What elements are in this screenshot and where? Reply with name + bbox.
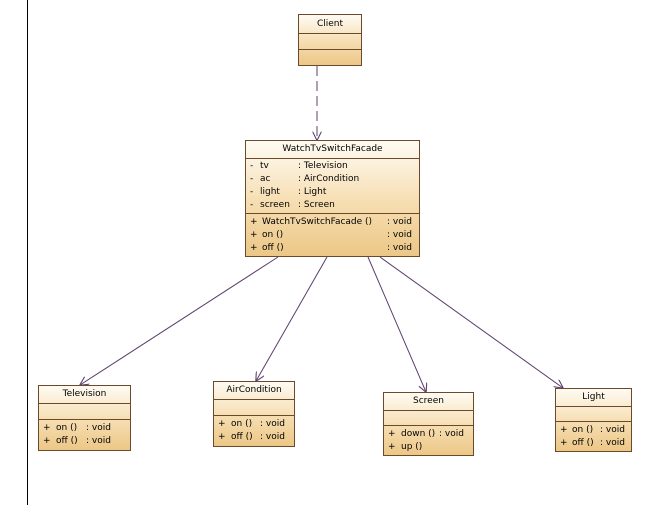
visibility: +	[43, 423, 51, 433]
visibility: +	[388, 429, 396, 439]
operation-name: off ()	[262, 243, 284, 253]
class-aircondition-name: AirCondition	[214, 382, 294, 400]
class-client[interactable]: Client	[298, 14, 362, 66]
class-light-attributes	[556, 407, 631, 422]
operation-name: on ()	[231, 419, 253, 429]
operation-row: + off () : void	[214, 431, 294, 444]
attribute-name: light	[260, 187, 280, 197]
operation-row: + off () : void	[556, 437, 631, 450]
operation-type: : void	[600, 438, 625, 448]
attribute-type: : Screen	[298, 200, 335, 210]
visibility: -	[250, 161, 254, 171]
operation-type: : void	[260, 432, 285, 442]
attribute-name: tv	[260, 161, 269, 171]
operation-row: + on () : void	[39, 422, 130, 435]
operation-type: : void	[86, 423, 111, 433]
class-facade-attributes: - tv : Television - ac : AirCondition - …	[246, 159, 419, 214]
operation-name: WatchTvSwitchFacade ()	[262, 217, 373, 227]
operation-row: + on () : void	[556, 424, 631, 437]
operation-type: : void	[600, 425, 625, 435]
operation-name: off ()	[231, 432, 253, 442]
class-screen[interactable]: Screen + down () : void + up ()	[383, 392, 474, 456]
class-screen-name: Screen	[384, 393, 473, 411]
attribute-row: - screen : Screen	[246, 199, 419, 212]
visibility: +	[218, 419, 226, 429]
operation-row: + WatchTvSwitchFacade () : void	[246, 216, 419, 229]
operation-name: off ()	[56, 436, 78, 446]
association-facade-screen	[367, 256, 426, 392]
visibility: -	[250, 174, 254, 184]
operation-type: : void	[387, 243, 412, 253]
operation-type: : void	[439, 429, 464, 439]
class-light-operations: + on () : void + off () : void	[556, 422, 631, 450]
visibility: +	[388, 442, 396, 452]
left-border-line	[27, 0, 28, 505]
class-watchtvswitchfacade[interactable]: WatchTvSwitchFacade - tv : Television - …	[245, 140, 420, 257]
association-facade-television	[80, 256, 279, 385]
operation-name: on ()	[262, 230, 284, 240]
class-screen-attributes	[384, 411, 473, 426]
operation-type: : void	[387, 217, 412, 227]
attribute-type: : AirCondition	[298, 174, 360, 184]
operation-row: + down () : void	[384, 428, 473, 441]
association-facade-aircondition	[256, 256, 328, 381]
class-television-operations: + on () : void + off () : void	[39, 420, 130, 448]
operation-name: down ()	[401, 429, 436, 439]
attribute-type: : Light	[298, 187, 327, 197]
operation-row: + on () : void	[214, 418, 294, 431]
class-screen-operations: + down () : void + up ()	[384, 426, 473, 454]
class-light-name: Light	[556, 389, 631, 407]
operation-type: : void	[86, 436, 111, 446]
class-client-attributes	[299, 34, 361, 50]
visibility: -	[250, 187, 254, 197]
operation-name: up ()	[401, 442, 423, 452]
operation-row: + on () : void	[246, 229, 419, 242]
visibility: +	[250, 230, 258, 240]
class-television-attributes	[39, 404, 130, 420]
operation-row: + up ()	[384, 441, 473, 454]
operation-row: + off () : void	[39, 435, 130, 448]
attribute-row: - ac : AirCondition	[246, 173, 419, 186]
association-facade-light	[379, 256, 563, 388]
class-aircondition-attributes	[214, 400, 294, 416]
attribute-name: ac	[260, 174, 271, 184]
visibility: +	[43, 436, 51, 446]
class-television[interactable]: Television + on () : void + off () : voi…	[38, 385, 131, 451]
visibility: +	[560, 425, 568, 435]
visibility: -	[250, 200, 254, 210]
class-television-name: Television	[39, 386, 130, 404]
visibility: +	[250, 243, 258, 253]
visibility: +	[560, 438, 568, 448]
attribute-row: - tv : Television	[246, 160, 419, 173]
visibility: +	[218, 432, 226, 442]
operation-row: + off () : void	[246, 242, 419, 255]
class-aircondition-operations: + on () : void + off () : void	[214, 416, 294, 444]
class-facade-operations: + WatchTvSwitchFacade () : void + on () …	[246, 214, 419, 255]
visibility: +	[250, 217, 258, 227]
class-aircondition[interactable]: AirCondition + on () : void + off () : v…	[213, 381, 295, 447]
attribute-row: - light : Light	[246, 186, 419, 199]
operation-name: on ()	[56, 423, 78, 433]
operation-name: on ()	[572, 425, 594, 435]
operation-name: off ()	[572, 438, 594, 448]
class-client-operations	[299, 50, 361, 65]
attribute-type: : Television	[298, 161, 348, 171]
operation-type: : void	[387, 230, 412, 240]
operation-type: : void	[260, 419, 285, 429]
class-client-name: Client	[299, 15, 361, 34]
attribute-name: screen	[260, 200, 290, 210]
class-facade-name: WatchTvSwitchFacade	[246, 141, 419, 159]
class-light[interactable]: Light + on () : void + off () : void	[555, 388, 632, 452]
